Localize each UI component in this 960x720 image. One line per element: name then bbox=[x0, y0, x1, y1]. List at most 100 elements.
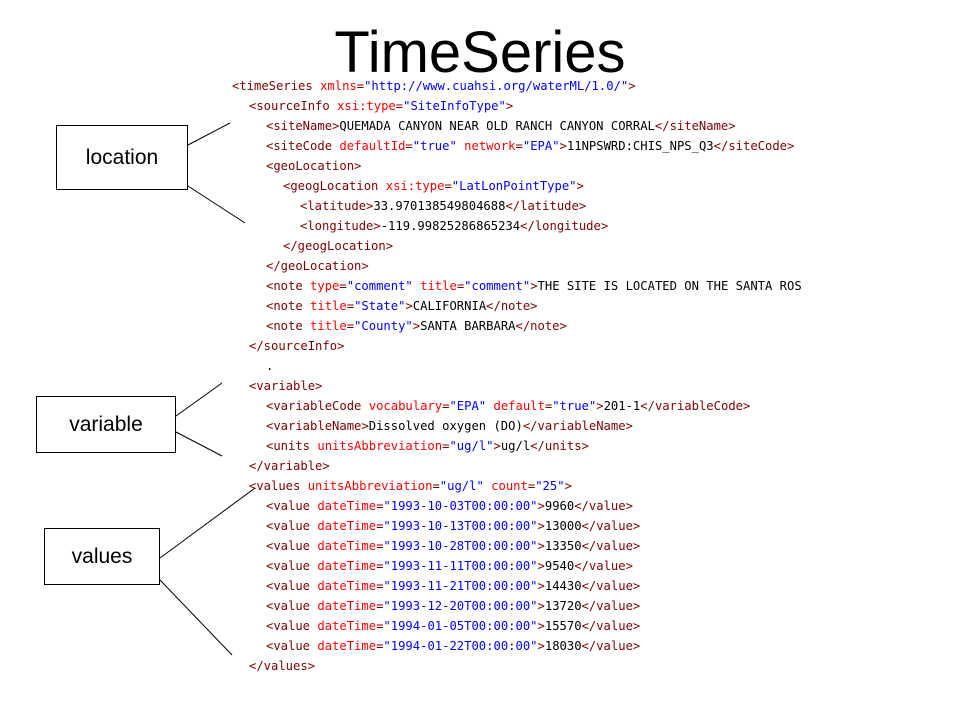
code-token-attr: xsi:type bbox=[385, 179, 445, 193]
code-token-val: "http://www.cuahsi.org/waterML/1.0/" bbox=[364, 79, 629, 93]
code-line: <units unitsAbbreviation="ug/l">ug/l</un… bbox=[266, 436, 589, 456]
code-token-attr: dateTime bbox=[317, 579, 377, 593]
code-token-tag: </sourceInfo> bbox=[249, 339, 345, 353]
xml-code-listing: <timeSeries xmlns="http://www.cuahsi.org… bbox=[232, 76, 926, 676]
code-token-text: 33.970138549804688 bbox=[373, 199, 506, 213]
code-token-attr: xsi:type bbox=[337, 99, 396, 113]
code-token-attr: vocabulary bbox=[368, 399, 443, 413]
code-token-attr: title bbox=[420, 279, 457, 293]
code-token-attr: unitsAbbreviation bbox=[317, 439, 443, 453]
code-token-tag: </siteName> bbox=[654, 119, 736, 133]
code-token-tag: </value> bbox=[574, 559, 633, 573]
code-token-tag: <sourceInfo bbox=[249, 99, 338, 113]
code-token-attr: network bbox=[464, 139, 516, 153]
code-line: <variableName>Dissolved oxygen (DO)</var… bbox=[266, 416, 633, 436]
code-token-val: "EPA" bbox=[449, 399, 487, 413]
code-token-tag: = bbox=[376, 519, 384, 533]
code-token-tag: </variableName> bbox=[522, 419, 633, 433]
code-line: <value dateTime="1993-11-21T00:00:00">14… bbox=[266, 576, 640, 596]
code-token-tag: > bbox=[537, 499, 545, 513]
code-token-tag: <value bbox=[266, 579, 318, 593]
code-token-text: Dissolved oxygen (DO) bbox=[368, 419, 523, 433]
variable-callout: variable bbox=[36, 396, 176, 453]
code-token-val: "EPA" bbox=[522, 139, 560, 153]
code-token-text: 15570 bbox=[544, 619, 582, 633]
code-token-tag: <values bbox=[249, 479, 308, 493]
code-line: <latitude>33.970138549804688</latitude> bbox=[300, 196, 586, 216]
code-token-tag: <note bbox=[266, 279, 311, 293]
code-token-text: SANTA BARBARA bbox=[420, 319, 516, 333]
code-token-tag: > bbox=[559, 139, 567, 153]
code-token-text: 18030 bbox=[544, 639, 582, 653]
code-token-val: "1993-10-03T00:00:00" bbox=[383, 499, 538, 513]
code-token-attr: dateTime bbox=[317, 499, 377, 513]
code-token-tag: = bbox=[395, 99, 404, 113]
code-token-tag: = bbox=[515, 139, 523, 153]
code-token-val: "ug/l" bbox=[449, 439, 494, 453]
code-token-tag: = bbox=[376, 559, 384, 573]
code-token-val: "25" bbox=[535, 479, 565, 493]
code-line: </geogLocation> bbox=[283, 236, 393, 256]
code-line: <timeSeries xmlns="http://www.cuahsi.org… bbox=[232, 76, 636, 96]
code-line: <value dateTime="1994-01-05T00:00:00">15… bbox=[266, 616, 640, 636]
code-line: <siteCode defaultId="true" network="EPA"… bbox=[266, 136, 794, 156]
code-token-tag: <geogLocation bbox=[283, 179, 386, 193]
code-token-tag: = bbox=[376, 619, 384, 633]
code-token-val: "SiteInfoType" bbox=[403, 99, 506, 113]
code-line: <longitude>-119.99825286865234</longitud… bbox=[300, 216, 608, 236]
code-token-tag: = bbox=[346, 299, 355, 313]
code-token-tag: </geoLocation> bbox=[266, 259, 369, 273]
code-token-tag: = bbox=[376, 639, 384, 653]
code-token-val: "1993-11-11T00:00:00" bbox=[383, 559, 538, 573]
location-callout: location bbox=[56, 125, 188, 190]
code-token-tag: > bbox=[537, 579, 545, 593]
code-token-tag: = bbox=[376, 539, 384, 553]
code-token-attr: dateTime bbox=[317, 559, 377, 573]
code-token-tag: </value> bbox=[581, 539, 641, 553]
code-token-tag: > bbox=[405, 299, 413, 313]
code-token-val: "1994-01-22T00:00:00" bbox=[383, 639, 538, 653]
code-token-val: "LatLonPointType" bbox=[451, 179, 577, 193]
code-token-val: "1993-12-20T00:00:00" bbox=[383, 599, 538, 613]
code-token-tag: > bbox=[537, 559, 545, 573]
code-token-attr: dateTime bbox=[317, 599, 377, 613]
code-line: <siteName>QUEMADA CANYON NEAR OLD RANCH … bbox=[266, 116, 736, 136]
code-token-tag: </geogLocation> bbox=[283, 239, 394, 253]
code-token-text: 11NPSWRD:CHIS_NPS_Q3 bbox=[566, 139, 714, 153]
code-token-attr: defaultId bbox=[339, 139, 406, 153]
code-token-tag: = bbox=[442, 439, 450, 453]
code-token-val: "State" bbox=[354, 299, 406, 313]
code-token-tag: > bbox=[537, 619, 545, 633]
code-token-tag: > bbox=[628, 79, 636, 93]
code-token-tag: <value bbox=[266, 559, 318, 573]
variable-connector-top bbox=[175, 382, 223, 417]
code-token-tag: </value> bbox=[581, 619, 641, 633]
code-token-tag: <siteCode bbox=[266, 139, 340, 153]
code-token-val: "comment" bbox=[464, 279, 531, 293]
location-connector-top bbox=[187, 122, 231, 146]
code-token-text: 13720 bbox=[544, 599, 582, 613]
code-token-tag: </note> bbox=[515, 319, 567, 333]
code-token-tag: </latitude> bbox=[505, 199, 587, 213]
code-token-tag: </value> bbox=[581, 599, 641, 613]
code-line: <variable> bbox=[249, 376, 322, 396]
code-token-tag: > bbox=[505, 99, 514, 113]
code-token-attr: xmlns bbox=[320, 79, 357, 93]
variable-connector-bottom bbox=[175, 431, 223, 457]
code-token-text: ug/l bbox=[500, 439, 531, 453]
values-connector-bottom bbox=[159, 579, 233, 656]
code-token-tag: > bbox=[412, 319, 421, 333]
code-line: <variableCode vocabulary="EPA" default="… bbox=[266, 396, 750, 416]
code-token-tag: <value bbox=[266, 519, 318, 533]
code-line: </variable> bbox=[249, 456, 330, 476]
code-token-tag: </longitude> bbox=[520, 219, 609, 233]
code-token-tag: = bbox=[346, 319, 355, 333]
code-token-tag: </value> bbox=[581, 579, 641, 593]
code-token-tag: = bbox=[376, 499, 384, 513]
code-token-tag: > bbox=[530, 279, 538, 293]
code-token-attr: dateTime bbox=[317, 539, 377, 553]
code-token-tag: <value bbox=[266, 499, 318, 513]
code-token-tag: = bbox=[442, 399, 450, 413]
code-line: <note type="comment" title="comment">THE… bbox=[266, 276, 802, 296]
code-line: <value dateTime="1994-01-22T00:00:00">18… bbox=[266, 636, 640, 656]
